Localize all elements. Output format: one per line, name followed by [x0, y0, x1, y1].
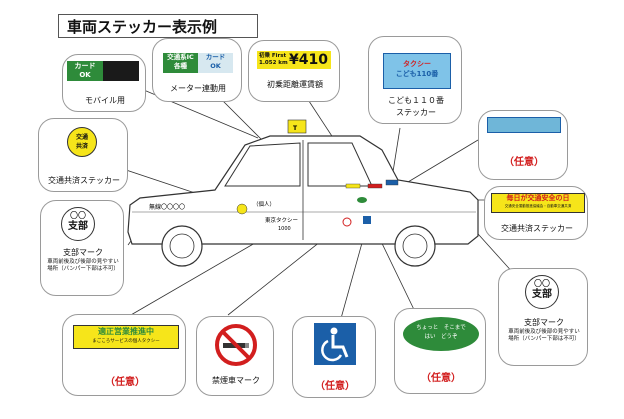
meter-card: 交通系IC 各種 カード OK メーター連動用 — [152, 38, 242, 102]
kyosai-sticker: 交通 共済 — [67, 127, 97, 157]
fare-card: 初乗 First 1.052 km ¥410 初乗距離運賃額 — [248, 40, 340, 102]
mobile-sticker: カード OK — [67, 61, 139, 81]
fare-sticker: 初乗 First 1.052 km ¥410 — [257, 51, 331, 69]
shibu-right-card: 〇〇 支部 支部マーク 車両前後及び後部の見やすい場所（バンパー下部は不可） — [498, 268, 588, 366]
tekisei-sticker: 適正営業推進中 まごころサービスの個人タクシー — [73, 325, 179, 349]
fare-label-bottom: 1.052 km — [259, 60, 288, 66]
blue-sticker — [487, 117, 561, 133]
safety-caption: 交通共済ステッカー — [501, 224, 573, 233]
chotto-sticker: ちょっと そこまで はい どうぞ — [403, 317, 479, 351]
kodomo-sticker: タクシー こども110番 — [383, 53, 451, 89]
meter-card-text: カード — [205, 53, 226, 61]
meter-sticker: 交通系IC 各種 カード OK — [163, 53, 233, 73]
meter-caption: メーター連動用 — [170, 84, 226, 93]
shibu-right-caption: 支部マーク — [524, 318, 564, 327]
svg-text:T: T — [293, 125, 298, 132]
fare-price: ¥410 — [289, 52, 328, 68]
optional-label-tekisei: （任意） — [105, 377, 145, 388]
safety-card: 毎日が交通安全の日 交通安全運動推進協議会・自動車交通共済 交通共済ステッカー — [484, 186, 588, 240]
mobile-caption: モバイル用 — [85, 96, 125, 105]
wheelchair-card: （任意） — [292, 316, 376, 398]
shibu-left-top: 〇〇 — [70, 211, 86, 220]
optional-label-chotto: （任意） — [421, 373, 461, 384]
mobile-ok-text: OK — [79, 71, 91, 79]
chotto-top: ちょっと そこまで — [416, 325, 466, 331]
safety-sub: 交通安全運動推進協議会・自動車交通共済 — [504, 204, 572, 208]
mobile-card-text: カード — [74, 62, 96, 70]
shibu-left-note: 車両前後及び後部の見やすい場所（バンパー下部は不可） — [47, 259, 119, 272]
shibu-right-top: 〇〇 — [534, 279, 550, 288]
kodomo-sticker-top: タクシー — [403, 60, 431, 68]
shibu-right-note: 車両前後及び後部の見やすい場所（バンパー下部は不可） — [508, 329, 580, 342]
kodomo-caption-bottom: ステッカー — [396, 108, 436, 117]
kyosai-card: 交通 共済 交通共済ステッカー — [38, 118, 128, 192]
meter-ic-text: 交通系IC — [167, 53, 194, 61]
taxi-car: T （個人） — [127, 119, 479, 267]
shibu-left-bottom: 支部 — [68, 221, 88, 232]
tekisei-main: 適正営業推進中 — [98, 327, 154, 336]
page-title: 車両ステッカー表示例 — [58, 14, 258, 38]
car-plate-text: 無線〇〇〇〇 — [149, 203, 185, 211]
tekisei-card: 適正営業推進中 まごころサービスの個人タクシー （任意） — [62, 314, 186, 396]
fare-caption: 初乗距離運賃額 — [267, 80, 323, 89]
no-smoking-icon — [215, 324, 257, 366]
shibu-right-circle: 〇〇 支部 — [525, 275, 559, 309]
optional-label-wheelchair: （任意） — [315, 381, 355, 392]
shibu-left-caption: 支部マーク — [63, 248, 103, 257]
wheelchair-icon — [314, 323, 356, 365]
safety-sticker: 毎日が交通安全の日 交通安全運動推進協議会・自動車交通共済 — [491, 193, 585, 213]
chotto-bottom: はい どうぞ — [424, 334, 458, 340]
tekisei-sub: まごころサービスの個人タクシー — [92, 339, 160, 344]
roof-individual: （個人） — [253, 200, 275, 208]
car-door-text: 東京タクシー — [265, 216, 298, 224]
meter-ok-text: OK — [210, 62, 221, 70]
kodomo-caption-top: こども１１０番 — [388, 96, 444, 105]
optional-card-top-right: （任意） — [478, 110, 568, 180]
optional-label-top-right: （任意） — [504, 157, 544, 168]
shibu-left-card: 〇〇 支部 支部マーク 車両前後及び後部の見やすい場所（バンパー下部は不可） — [40, 200, 124, 296]
chotto-card: ちょっと そこまで はい どうぞ （任意） — [394, 308, 486, 394]
kyosai-bottom: 共済 — [75, 143, 88, 150]
mobile-card: カード OK モバイル用 — [62, 54, 146, 112]
kodomo-card: タクシー こども110番 こども１１０番 ステッカー — [368, 36, 462, 124]
meter-various-text: 各種 — [174, 62, 187, 70]
safety-main: 毎日が交通安全の日 — [506, 194, 570, 202]
shibu-left-circle: 〇〇 支部 — [61, 207, 95, 241]
fare-label-top: 初乗 First — [259, 53, 287, 59]
car-door-sub: 1000 — [278, 226, 291, 232]
shibu-right-bottom: 支部 — [532, 289, 552, 300]
nosmoke-card: 禁煙車マーク — [196, 316, 274, 396]
nosmoke-caption: 禁煙車マーク — [212, 376, 260, 385]
kyosai-caption: 交通共済ステッカー — [48, 176, 120, 185]
kyosai-top: 交通 — [75, 134, 88, 141]
kodomo-sticker-bottom: こども110番 — [395, 70, 439, 78]
